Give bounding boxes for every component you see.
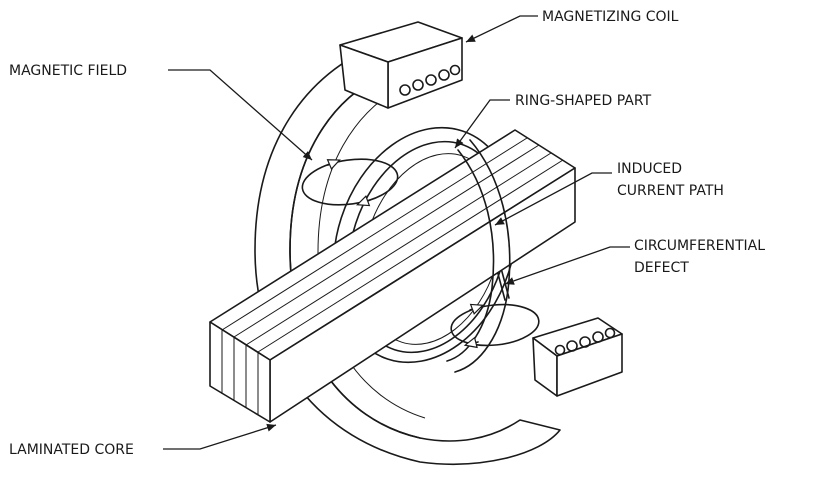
field-loop-lower-arrow-1 [469,303,485,315]
label-induced-current-path-line1: INDUCED [617,161,682,177]
leader-ring-shaped-part [454,99,510,149]
leader-circumferential-defect [504,246,630,285]
leader-magnetic-field [168,69,313,161]
label-ring-shaped-part: RING-SHAPED PART [515,93,652,109]
label-induced-current-path-line2: CURRENT PATH [617,183,724,199]
field-loop-lower [450,303,540,347]
field-loop-upper [301,158,399,206]
label-circumferential-defect-line1: CIRCUMFERENTIAL [634,238,765,254]
field-loop-lower-arrow-2 [463,336,479,349]
core-end-laminations [221,330,259,415]
label-magnetic-field: MAGNETIC FIELD [9,63,127,79]
label-circumferential-defect-line2: DEFECT [634,260,689,276]
label-magnetizing-coil: MAGNETIZING COIL [542,9,679,25]
core-top-laminations [221,137,564,353]
leader-laminated-core [163,423,277,450]
core-end-face [209,321,271,423]
field-loop-upper-arrow-1 [326,159,341,171]
coil-yoke-inner-face [289,69,421,439]
coil-bottom-windings [554,327,616,356]
coil-top-windings [399,64,461,96]
label-laminated-core: LAMINATED CORE [9,442,134,458]
magnetizing-coil [254,21,623,465]
leader-magnetizing-coil [465,15,538,43]
coil-top-end-side [339,44,389,109]
laminated-core [209,129,576,423]
coil-yoke-inner-edge [317,79,426,419]
field-loop-upper-arrow-2 [355,195,371,207]
leader-lines [163,15,630,450]
magnetic-field-loops [301,158,540,349]
leader-induced-current-path [494,172,612,226]
ring-front-arc [454,139,511,373]
